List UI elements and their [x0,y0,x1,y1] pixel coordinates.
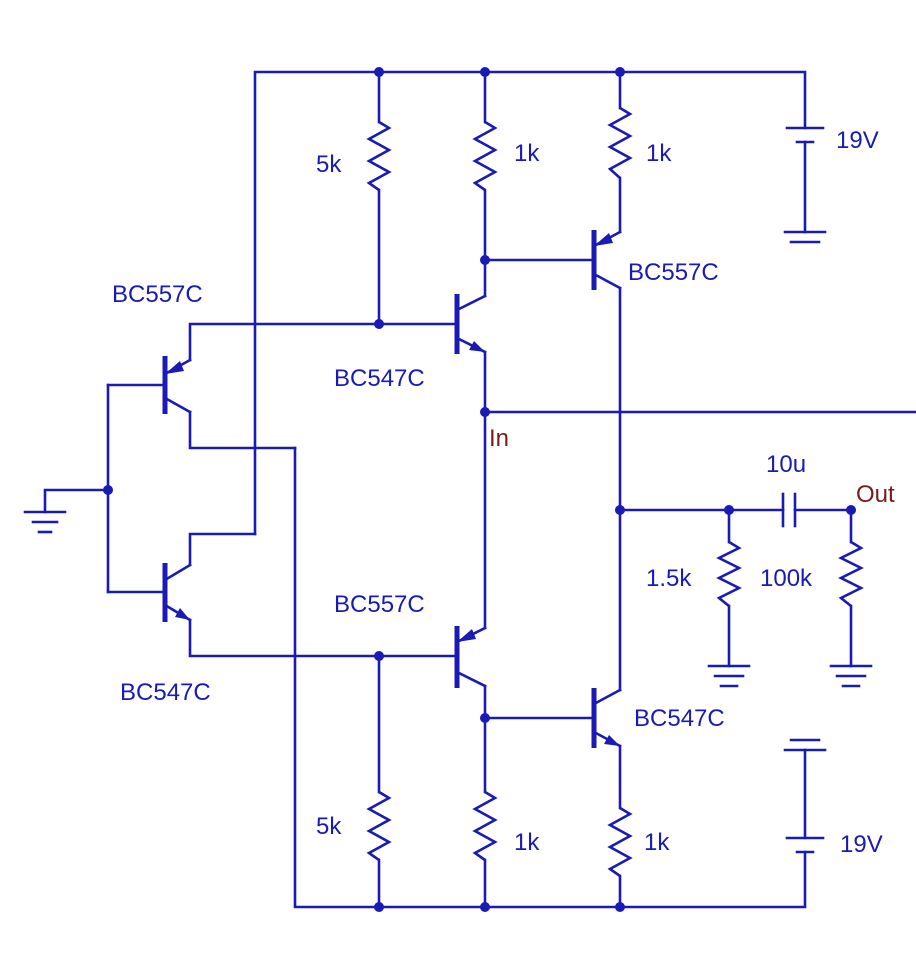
label-r-bot-mid: 1k [514,829,540,856]
junction-dot [374,67,384,77]
junction-dot [846,505,856,515]
label-q-in-bottom: BC547C [120,679,211,706]
ground-100k [829,664,873,688]
resistor-5k-bottom [366,790,392,862]
label-battery-bottom: 19V [840,831,883,858]
resistors [366,106,864,878]
transistor-q5-pnp [591,230,622,290]
transistor-q2-npn [162,563,192,622]
label-cap-out: 10u [766,451,806,478]
transistor-q4-pnp [454,626,487,688]
resistor-1.5k [716,540,742,608]
resistor-100k [838,540,864,608]
resistor-1k-top-mid [472,120,498,192]
junction-dot [615,505,625,515]
resistor-1k-top-right [607,106,633,179]
resistor-1k-bottom-right [607,806,633,878]
label-net-out: Out [856,481,895,508]
label-q-in-top: BC557C [112,281,203,308]
label-r-top-left: 5k [316,151,342,178]
resistor-1k-bottom-mid [472,790,498,862]
wires [43,70,916,909]
ground-battery-top [783,230,827,244]
junction-dot [724,505,734,515]
top-rail [253,70,807,536]
junction-dot [103,485,113,495]
label-r-load-a: 1.5k [646,565,692,592]
bottom-rail [293,446,807,909]
label-r-bot-right: 1k [644,829,670,856]
label-net-in: In [489,425,509,452]
junction-dot [374,651,384,661]
junction-dot [480,902,490,912]
capacitor-10u [781,492,797,528]
junction-dot [480,67,490,77]
label-battery-top: 19V [836,127,879,154]
transistor-q3-npn [454,294,487,354]
junction-dot [615,902,625,912]
resistor-5k-top [366,120,392,192]
battery-bottom [785,748,825,854]
junction-dot [480,713,490,723]
junction-dot [374,319,384,329]
battery-top [785,126,825,234]
labels: 5k 1k 1k 19V BC557C BC547C BC557C In 10u… [112,127,895,858]
label-r-load-b: 100k [760,565,813,592]
transistor-q6-npn [591,688,622,748]
label-q-out-bottom: BC547C [634,705,725,732]
ground-battery-bottom [783,738,827,752]
junction-dot [480,255,490,265]
label-r-bot-left: 5k [316,813,342,840]
ground-symbols [23,230,873,752]
junction-dot [615,67,625,77]
transistor-q1-pnp [162,356,192,414]
label-r-top-mid: 1k [514,140,540,167]
ground-input [23,510,67,534]
label-q-driver-bottom: BC557C [334,591,425,618]
ground-1.5k [707,664,751,688]
junction-dots [103,67,856,912]
label-r-top-right: 1k [646,140,672,167]
label-q-out-top: BC557C [628,259,719,286]
junction-dot [374,902,384,912]
ground-wire [43,488,110,514]
junction-dot [480,407,490,417]
label-q-driver-top: BC547C [334,365,425,392]
